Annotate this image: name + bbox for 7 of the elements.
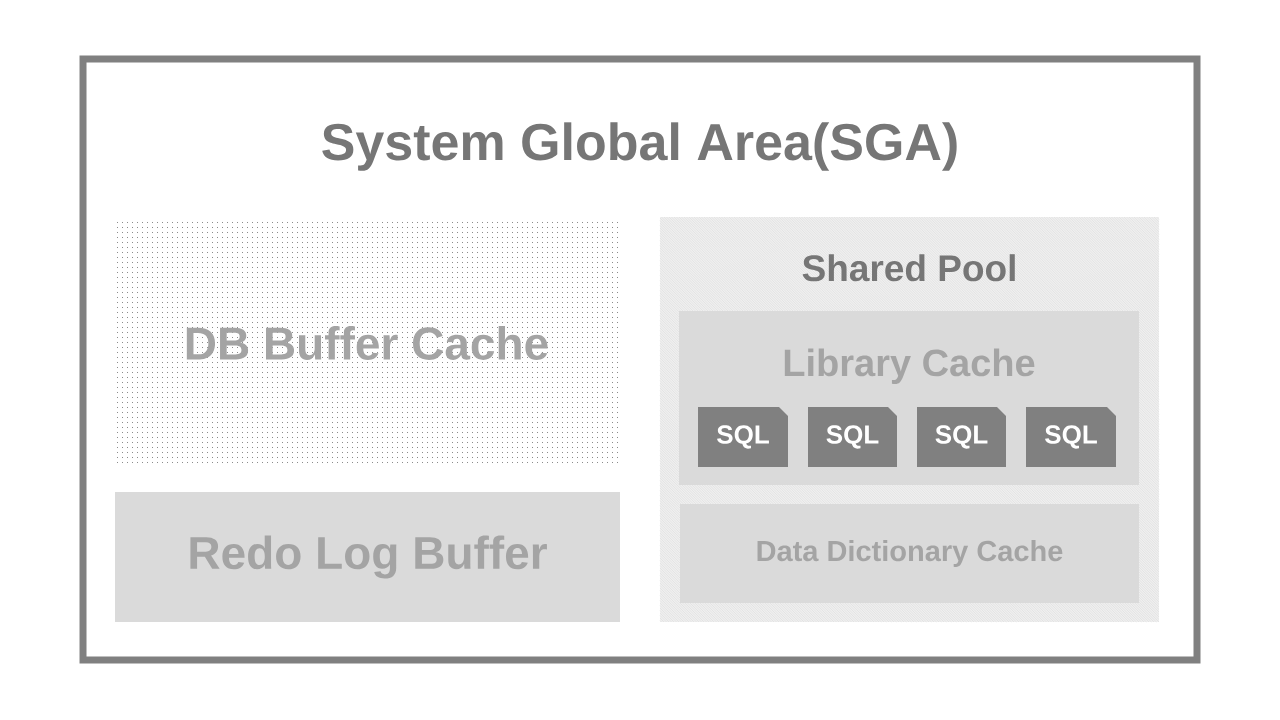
document-tile: SQL — [1026, 407, 1116, 467]
dotted-box: DB Buffer Cache — [115, 220, 619, 466]
document-tile: SQL — [808, 407, 897, 467]
panel-heading: System Global Area(SGA) — [322, 122, 957, 171]
panel-heading: Shared Pool — [802, 254, 1015, 282]
document-tile: SQL — [917, 407, 1006, 467]
document-tile: SQL — [698, 407, 788, 467]
